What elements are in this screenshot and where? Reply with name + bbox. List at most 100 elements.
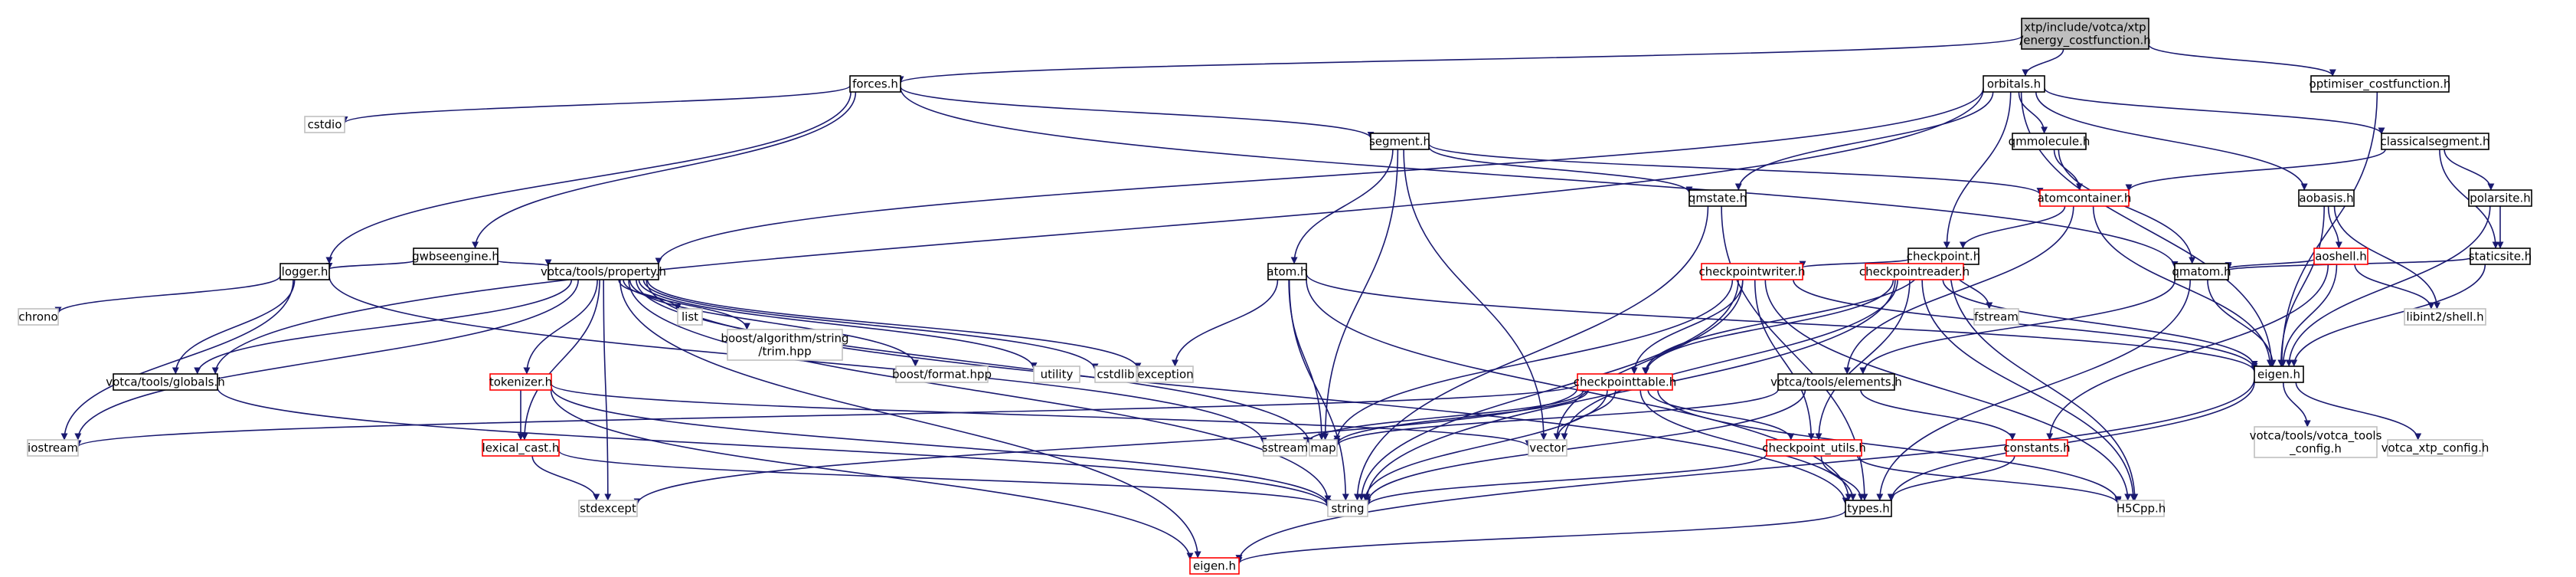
- node-aobasis[interactable]: aobasis.h: [2298, 189, 2355, 207]
- node-qmstate-box: [1688, 189, 1747, 207]
- edge-aoshell-to-qmatom: [2225, 258, 2315, 270]
- node-vector-box: [1528, 439, 1568, 457]
- node-exception-label: exception: [1137, 368, 1193, 382]
- node-eigenmain[interactable]: eigen.h: [2254, 366, 2304, 383]
- node-atom[interactable]: atom.h: [1267, 263, 1308, 280]
- node-chrono: chrono: [18, 308, 59, 326]
- edge-property-to-utility: [638, 279, 1038, 370]
- node-atomcontainer-label: atomcontainer.h: [2038, 192, 2132, 205]
- node-segment[interactable]: segment.h: [1369, 133, 1430, 150]
- edge-orbitals-to-qmstate: [1734, 91, 1994, 191]
- node-staticsite[interactable]: staticsite.h: [2469, 248, 2532, 265]
- node-forces[interactable]: forces.h: [849, 75, 901, 93]
- node-utility-label: utility: [1041, 368, 1074, 382]
- node-globals[interactable]: votca/tools/globals.h: [106, 373, 225, 391]
- node-sstream-label: sstream: [1262, 441, 1308, 455]
- edge-checkpoint-to-cpwriter: [1799, 258, 1909, 268]
- node-toolsconfig-label: _config.h: [2289, 442, 2342, 457]
- node-tokenizer-label: tokenizer.h: [489, 375, 552, 389]
- edge-forces-to-segment: [900, 86, 1375, 139]
- node-chrono-label: chrono: [18, 310, 57, 324]
- dependency-edges: [54, 35, 2504, 565]
- node-h5cpp-label: H5Cpp.h: [2117, 502, 2166, 516]
- node-constants[interactable]: constants.h: [2003, 439, 2071, 457]
- node-segment-label: segment.h: [1369, 135, 1430, 149]
- node-types-box: [1845, 500, 1892, 517]
- node-orbitals[interactable]: orbitals.h: [1983, 75, 2045, 93]
- node-cptable[interactable]: checkpointtable.h: [1574, 373, 1676, 391]
- edge-aobasis-to-aoshell: [2327, 205, 2342, 249]
- node-cpreader-label: checkpointreader.h: [1859, 265, 1970, 279]
- node-qmstate[interactable]: qmstate.h: [1688, 189, 1747, 207]
- edge-cptable-to-cputils: [1647, 389, 1795, 441]
- edge-tokenizer-to-vector: [551, 383, 1532, 448]
- node-cputils[interactable]: checkpoint_utils.h: [1762, 439, 1866, 457]
- node-logger[interactable]: logger.h: [280, 263, 330, 280]
- node-lexicalcast[interactable]: lexical_cast.h: [482, 439, 560, 457]
- node-qmatom-box: [2174, 263, 2229, 280]
- edge-cptable-to-string: [1362, 389, 1608, 501]
- edge-qmatom-to-elements: [1859, 279, 2176, 375]
- node-root[interactable]: xtp/include/votca/xtp/energy_costfunctio…: [2019, 18, 2151, 50]
- edge-aoshell-to-libint2: [2354, 264, 2435, 310]
- node-tokenizer[interactable]: tokenizer.h: [489, 373, 552, 391]
- node-elements-label: votca/tools/elements.h: [1770, 375, 1902, 389]
- edge-eigenmain-to-toolsconfig: [2282, 382, 2311, 428]
- node-libint2-label: libint2/shell.h: [2406, 310, 2483, 324]
- node-qmatom[interactable]: qmatom.h: [2172, 263, 2231, 280]
- node-cpwriter[interactable]: checkpointwriter.h: [1699, 263, 1806, 280]
- edge-cptable-to-sstream: [1303, 389, 1584, 444]
- edge-optimiser-to-eigenmain: [2278, 91, 2378, 367]
- edge-segment-to-qmstate: [1428, 146, 1693, 194]
- node-toolsconfig-box: [2254, 426, 2378, 458]
- edge-property-to-globals: [194, 279, 573, 375]
- node-property-box: [548, 263, 659, 280]
- node-forces-label: forces.h: [852, 77, 898, 91]
- node-globals-box: [113, 373, 218, 391]
- node-polarsite[interactable]: polarsite.h: [2468, 189, 2532, 207]
- node-iostream: iostream: [27, 439, 79, 457]
- edge-property-to-stdexcept: [603, 279, 612, 501]
- node-eigenbottom-label: eigen.h: [1193, 559, 1236, 573]
- node-sstream-box: [1263, 439, 1307, 457]
- node-aoshell-box: [2313, 248, 2368, 265]
- node-lexicalcast-box: [482, 439, 560, 457]
- node-iostream-label: iostream: [28, 441, 78, 455]
- node-classicalsegment-box: [2381, 133, 2489, 150]
- edge-cpwriter-to-h5cpp: [1764, 279, 2132, 501]
- node-cpreader[interactable]: checkpointreader.h: [1859, 263, 1970, 280]
- node-constants-label: constants.h: [2003, 441, 2070, 455]
- node-optimiser[interactable]: optimiser_costfunction.h: [2310, 75, 2451, 93]
- edge-lexicalcast-to-string: [558, 450, 1332, 508]
- node-property[interactable]: votca/tools/property.h: [541, 263, 666, 280]
- node-root-label: /energy_costfunction.h: [2019, 34, 2151, 48]
- node-qmmolecule[interactable]: qmmolecule.h: [2009, 133, 2091, 150]
- edge-segment-to-vector: [1403, 149, 1548, 441]
- edge-elements-to-map: [1333, 388, 1779, 447]
- node-types-label: types.h: [1847, 502, 1890, 516]
- edge-cptable-to-stdexcept: [633, 388, 1578, 506]
- node-libint2-box: [2404, 308, 2486, 326]
- edge-eigenmain-to-types: [1888, 382, 2255, 502]
- node-fstream-box: [1973, 308, 2019, 326]
- edge-elements-to-string: [1364, 389, 1806, 504]
- edge-property-to-lexicalcast: [521, 279, 600, 441]
- edge-eigenmain-to-xtpconfig: [2295, 382, 2422, 441]
- node-atomcontainer[interactable]: atomcontainer.h: [2038, 189, 2132, 207]
- node-orbitals-label: orbitals.h: [1987, 77, 2041, 91]
- node-aoshell[interactable]: aoshell.h: [2313, 248, 2368, 265]
- node-forces-box: [849, 75, 901, 93]
- node-tokenizer-box: [489, 373, 552, 391]
- node-elements[interactable]: votca/tools/elements.h: [1770, 373, 1902, 391]
- node-boosttrim-box: [727, 329, 843, 361]
- node-checkpoint[interactable]: checkpoint.h: [1907, 248, 1980, 265]
- node-eigenbottom[interactable]: eigen.h: [1189, 557, 1240, 575]
- edge-cpwriter-to-map: [1333, 279, 1734, 443]
- node-gwbse[interactable]: gwbseengine.h: [412, 248, 499, 265]
- edge-orbitals-to-property: [655, 87, 1984, 265]
- edge-atomcontainer-to-checkpoint: [1959, 205, 2066, 249]
- node-cstdlib-label: cstdlib: [1097, 368, 1134, 382]
- node-stdexcept-label: stdexcept: [580, 502, 636, 516]
- node-classicalsegment[interactable]: classicalsegment.h: [2380, 133, 2490, 150]
- node-types[interactable]: types.h: [1845, 500, 1892, 517]
